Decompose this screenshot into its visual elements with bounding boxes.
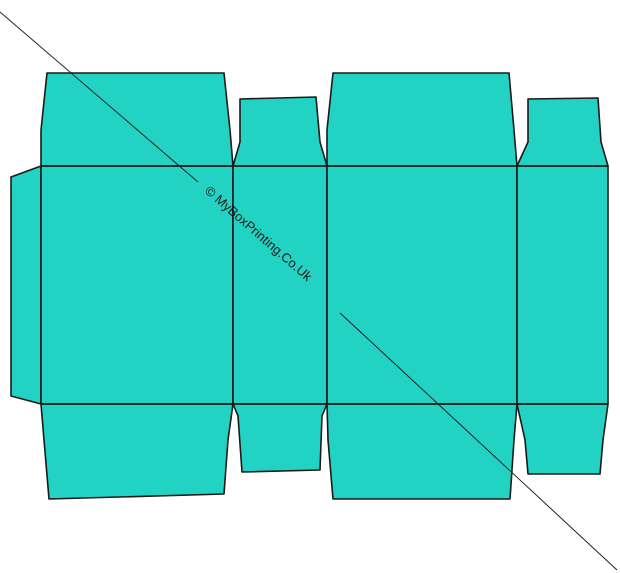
bottom-flap-front	[40, 403, 234, 500]
body-panel-side-left	[232, 165, 328, 405]
body-panel-front	[40, 165, 234, 405]
top-flap-side-left	[232, 96, 328, 167]
watermark-diagonal-line-lower	[339, 312, 618, 571]
watermark-diagonal-line-upper	[0, 11, 199, 183]
bottom-flap-side-right	[516, 403, 609, 475]
top-flap-side-right	[516, 97, 609, 167]
bottom-flap-back	[326, 403, 518, 500]
bottom-flap-side-left	[232, 403, 328, 473]
glue-tab	[10, 165, 42, 405]
top-flap-back	[326, 72, 518, 167]
body-panel-side-right	[516, 165, 609, 405]
body-panel-back	[326, 165, 518, 405]
top-flap-front	[40, 72, 234, 167]
